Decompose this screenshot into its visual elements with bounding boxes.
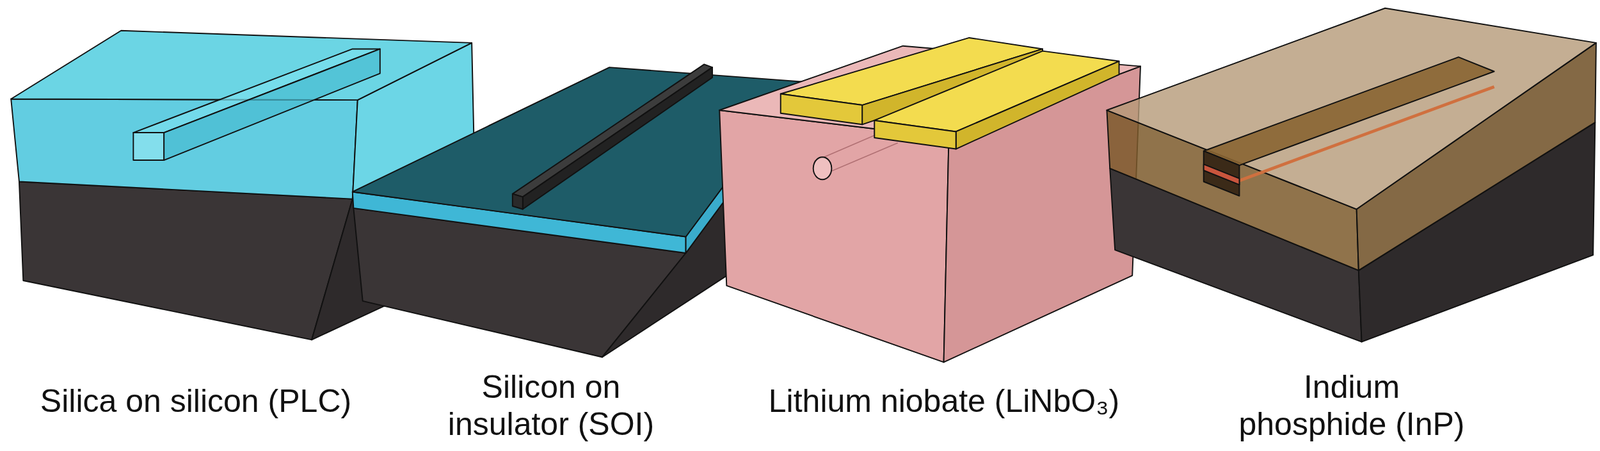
platform-caption: Indium phosphide (InP) bbox=[1230, 368, 1474, 443]
illustration-shape bbox=[512, 193, 523, 210]
platform-caption: Lithium niobate (LiNbO₃) bbox=[768, 382, 1120, 420]
illustration-shape bbox=[719, 37, 1141, 362]
illustration-shape bbox=[19, 181, 353, 340]
illustration-shape bbox=[1239, 86, 1494, 181]
illustration-shape bbox=[813, 156, 832, 180]
illustration-shape bbox=[522, 67, 713, 209]
illustration-shape bbox=[956, 61, 1120, 150]
illustration-shape bbox=[163, 48, 381, 160]
illustration-shape bbox=[133, 132, 164, 160]
illustration-shape bbox=[512, 64, 713, 197]
illustration-shape bbox=[780, 94, 863, 125]
illustration-shape bbox=[1203, 56, 1495, 166]
illustration-shape bbox=[1106, 8, 1597, 210]
platform-caption: Silica on silicon (PLC) bbox=[40, 382, 352, 420]
platform-caption: Silicon on insulator (SOI) bbox=[429, 368, 673, 443]
illustration-shape bbox=[719, 110, 949, 362]
illustration-shape bbox=[874, 120, 956, 150]
illustration-shape bbox=[1203, 151, 1240, 196]
illustration-shape bbox=[10, 30, 472, 100]
illustration-shape bbox=[1106, 8, 1597, 342]
illustration-shape bbox=[1203, 163, 1240, 185]
